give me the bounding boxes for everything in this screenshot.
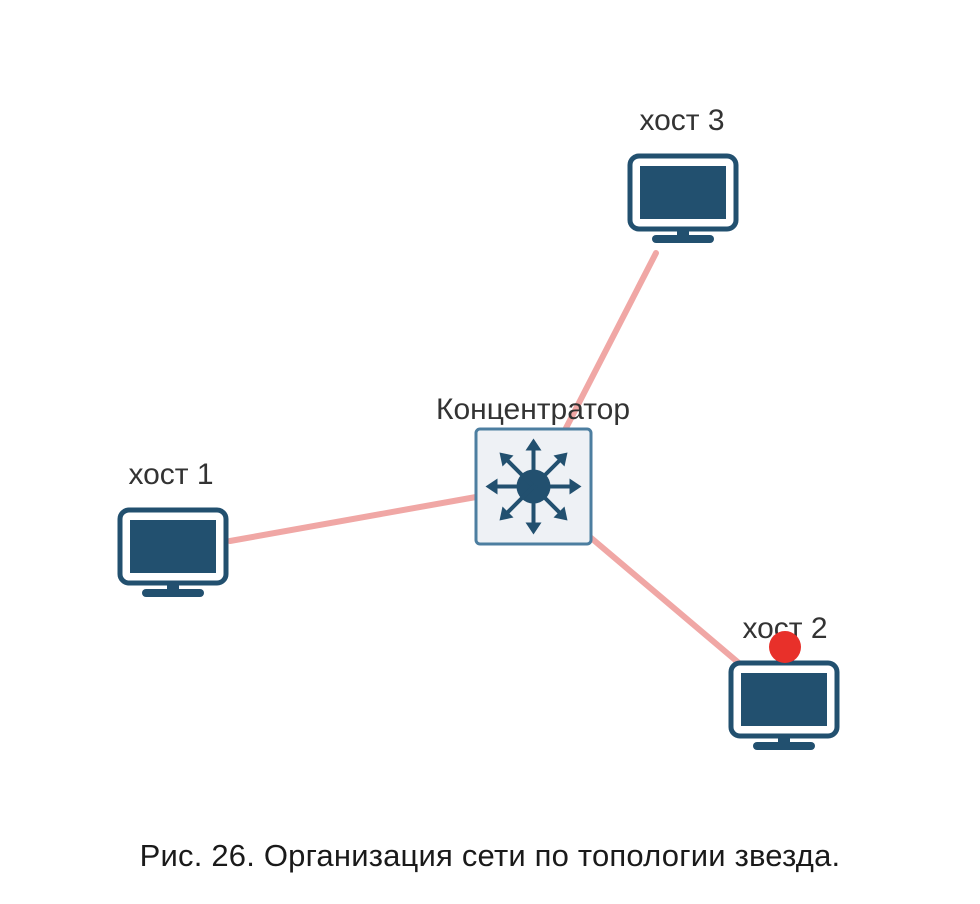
monitor-icon bbox=[728, 660, 840, 750]
figure-caption: Рис. 26. Организация сети по топологии з… bbox=[139, 838, 841, 873]
signal-dot bbox=[769, 631, 801, 663]
link-hub-host1 bbox=[227, 494, 479, 544]
hub-icon bbox=[485, 438, 582, 535]
host-1-node[interactable] bbox=[117, 507, 229, 597]
hub-node[interactable] bbox=[474, 427, 593, 546]
monitor-icon bbox=[117, 507, 229, 597]
host-3-node[interactable] bbox=[627, 153, 739, 243]
monitor-icon bbox=[627, 153, 739, 243]
host-3-label: хост 3 bbox=[639, 104, 724, 137]
host-1-label: хост 1 bbox=[128, 458, 213, 491]
host-2-node[interactable] bbox=[728, 660, 840, 750]
link-hub-host3 bbox=[562, 250, 659, 433]
link-hub-host2 bbox=[587, 534, 743, 667]
hub-label: Концентратор bbox=[436, 393, 630, 426]
